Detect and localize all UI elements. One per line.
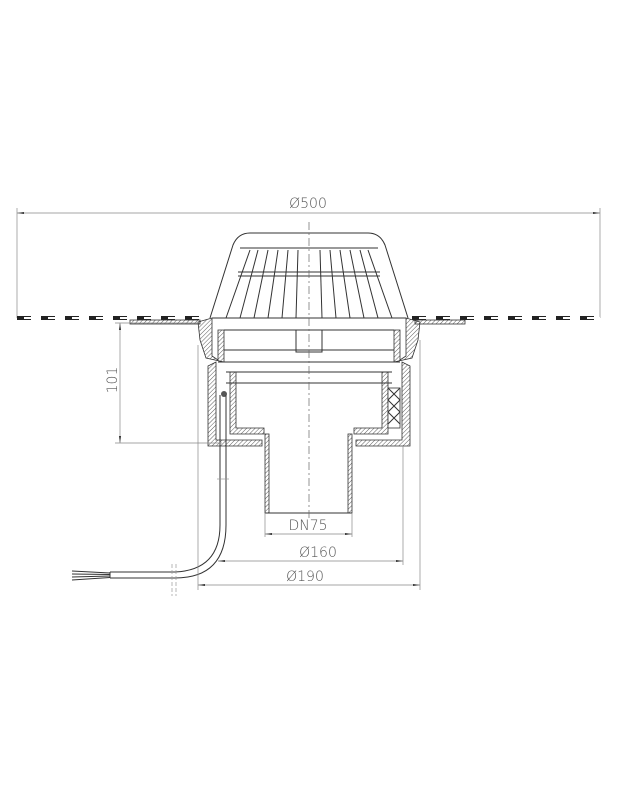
dimension-label-101: 101	[105, 367, 121, 394]
dimension-label-500: Ø500	[289, 196, 327, 212]
outlet-pipe	[264, 433, 353, 514]
grating-ribs	[225, 249, 393, 319]
heating-cable	[71, 395, 229, 596]
dimension-diameter-500: Ø500	[16, 196, 601, 318]
dimension-label-160: Ø160	[299, 545, 337, 561]
dimension-diameter-160: Ø160	[218, 545, 403, 563]
dimension-dn75: DN75	[265, 518, 352, 536]
dimension-diameter-190: Ø190	[198, 569, 420, 587]
roof-membrane-flange	[17, 316, 600, 325]
dimension-label-190: Ø190	[286, 569, 324, 585]
dimension-height-101: 101	[105, 322, 222, 444]
dimension-label-dn75: DN75	[288, 518, 327, 534]
